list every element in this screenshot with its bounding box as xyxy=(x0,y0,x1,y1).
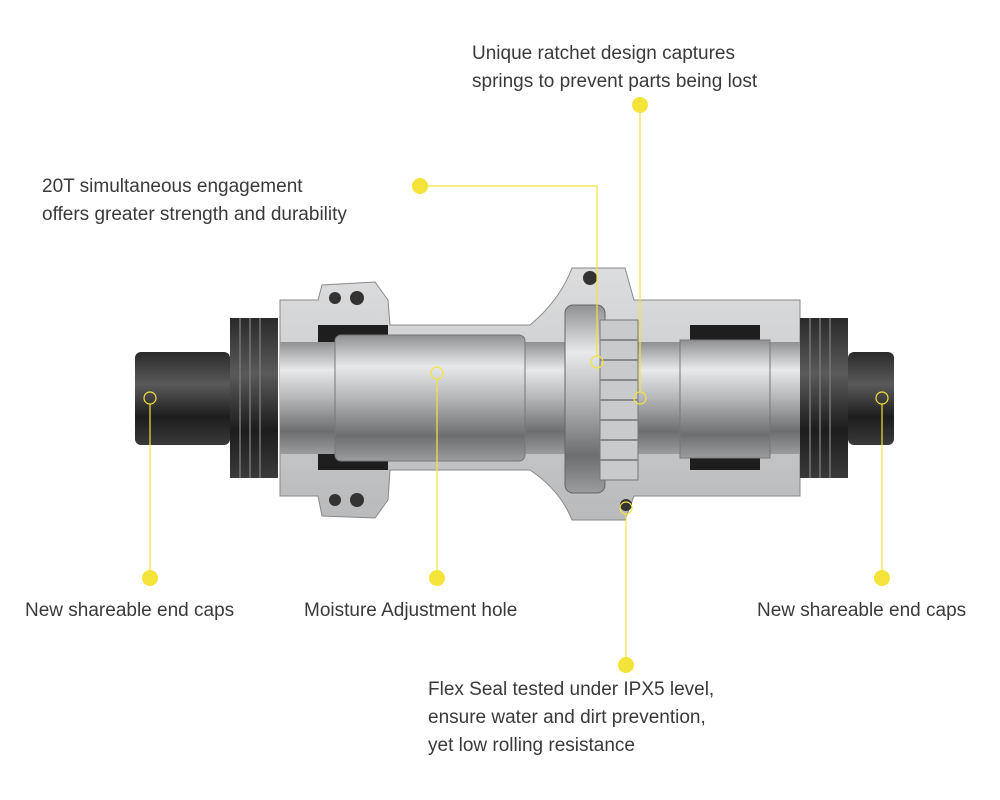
moisture-hole-marker xyxy=(430,366,444,380)
left-end-cap-marker xyxy=(143,391,157,405)
flex-seal-line-2: ensure water and dirt prevention, xyxy=(428,707,706,728)
flex-seal-callout-dot xyxy=(618,657,634,673)
engagement-line-2: offers greater strength and durability xyxy=(42,204,347,225)
right-end-cap-callout-dot xyxy=(874,570,890,586)
engagement-callout: 20T simultaneous engagement offers great… xyxy=(42,173,347,229)
right-end-cap xyxy=(848,352,894,445)
flex-seal-callout: Flex Seal tested under IPX5 level, ensur… xyxy=(428,676,714,760)
ratchet-callout: Unique ratchet design captures springs t… xyxy=(472,40,757,96)
right-end-caps-callout: New shareable end caps xyxy=(757,600,967,621)
flex-seal-line-3: yet low rolling resistance xyxy=(428,735,635,756)
left-end-caps-callout: New shareable end caps xyxy=(25,600,235,621)
right-end-cap-marker xyxy=(875,391,889,405)
ratchet-marker xyxy=(633,391,647,405)
left-end-cap xyxy=(135,352,230,445)
flex-seal-marker xyxy=(619,501,633,515)
moisture-callout-dot xyxy=(429,570,445,586)
ratchet xyxy=(564,304,606,494)
left-end-cap-callout-dot xyxy=(142,570,158,586)
ratchet-callout-dot xyxy=(632,97,648,113)
moisture-callout: Moisture Adjustment hole xyxy=(304,600,518,621)
engagement-line-1: 20T simultaneous engagement xyxy=(42,176,303,197)
ratchet-line-1: Unique ratchet design captures xyxy=(472,43,735,64)
ratchet-line-2: springs to prevent parts being lost xyxy=(472,71,758,92)
engagement-marker xyxy=(590,355,604,369)
engagement-callout-dot xyxy=(412,178,428,194)
flex-seal-line-1: Flex Seal tested under IPX5 level, xyxy=(428,679,715,700)
